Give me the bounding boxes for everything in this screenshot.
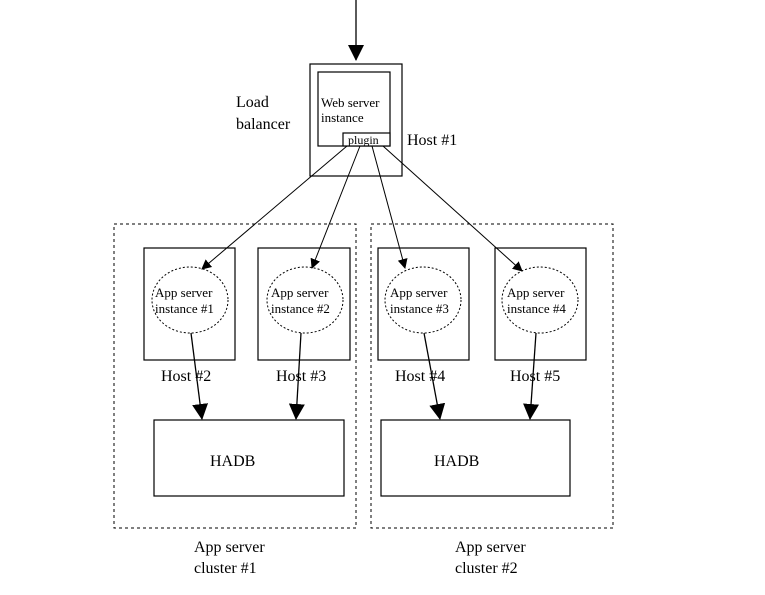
instance-2-label-line2: instance #2 bbox=[271, 301, 330, 316]
hadb-1-label: HADB bbox=[210, 453, 255, 470]
app-server-instance-2 bbox=[266, 266, 344, 334]
cluster-2-boundary bbox=[370, 223, 614, 529]
instance-3-label-line1: App server bbox=[390, 285, 448, 300]
app-server-instance-3 bbox=[384, 266, 462, 334]
web-server-label-line1: Web server bbox=[321, 95, 380, 110]
host-3-label: Host #3 bbox=[276, 368, 326, 385]
load-balancer-label-line1: Load bbox=[236, 94, 269, 111]
host-1-label: Host #1 bbox=[407, 132, 457, 149]
edge-instance-4-to-hadb-2 bbox=[523, 332, 540, 420]
host-5-label: Host #5 bbox=[510, 368, 560, 385]
instance-4-label-line2: instance #4 bbox=[507, 301, 566, 316]
hadb-2-box bbox=[380, 419, 571, 497]
instance-2-label-line1: App server bbox=[271, 285, 329, 300]
instance-3-label-line2: instance #3 bbox=[390, 301, 449, 316]
hadb-2-label: HADB bbox=[434, 453, 479, 470]
app-server-instance-4 bbox=[501, 266, 579, 334]
plugin-box bbox=[342, 132, 391, 147]
edge-instance-1-to-hadb-1 bbox=[190, 332, 209, 420]
load-balancer-label-line2: balancer bbox=[236, 116, 291, 133]
plugin-label: plugin bbox=[348, 133, 379, 147]
instance-1-label-line2: instance #1 bbox=[155, 301, 214, 316]
edge-instance-2-to-hadb-1 bbox=[288, 332, 305, 420]
host-4-label: Host #4 bbox=[395, 368, 445, 385]
cluster-2-label-line2: cluster #2 bbox=[455, 560, 518, 577]
instance-1-label-line1: App server bbox=[155, 285, 213, 300]
edge-plugin-to-instance-3 bbox=[371, 145, 408, 269]
web-server-label-line2: instance bbox=[321, 110, 364, 125]
cluster-2-label-line1: App server bbox=[455, 539, 526, 556]
cluster-1-label-line1: App server bbox=[194, 539, 265, 556]
edge-instance-3-to-hadb-2 bbox=[423, 332, 446, 420]
host-2-label: Host #2 bbox=[161, 368, 211, 385]
app-server-instance-1 bbox=[151, 266, 229, 334]
edge-plugin-to-instance-1 bbox=[201, 145, 348, 270]
edge-plugin-to-instance-4 bbox=[382, 145, 523, 272]
cluster-1-boundary bbox=[113, 223, 357, 529]
cluster-1-label-line2: cluster #1 bbox=[194, 560, 257, 577]
edge-plugin-to-instance-2 bbox=[310, 145, 361, 269]
hadb-1-box bbox=[153, 419, 345, 497]
instance-4-label-line1: App server bbox=[507, 285, 565, 300]
